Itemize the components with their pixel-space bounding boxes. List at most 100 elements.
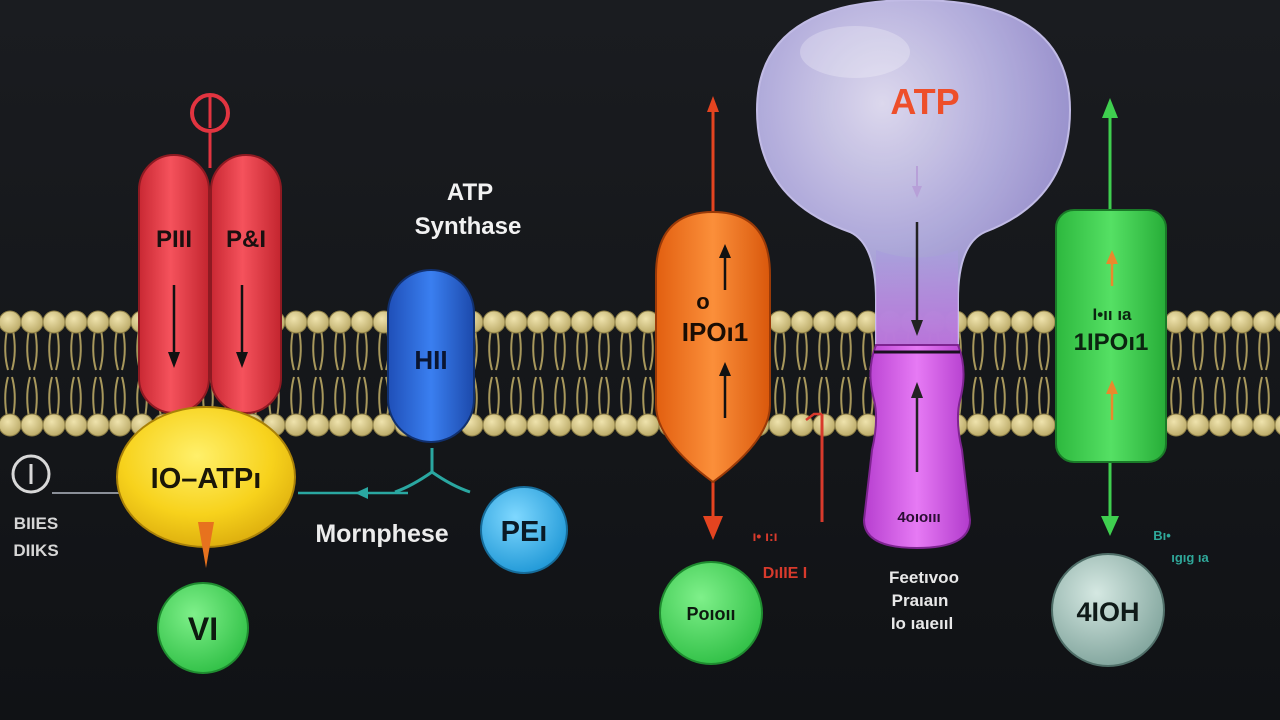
lipid-tail	[1192, 329, 1204, 371]
lipid-head	[350, 310, 374, 334]
lipid-head	[526, 413, 550, 437]
lipid-tail	[840, 376, 852, 418]
lipid-tail	[334, 329, 346, 371]
arrow-down-icon	[1101, 516, 1119, 536]
pe-circle	[480, 486, 568, 574]
lipid-tail	[840, 329, 852, 371]
pe-circle-label: PEı	[501, 516, 548, 548]
lipid-head	[988, 413, 1012, 437]
lipid-head	[636, 413, 660, 437]
lipid-tail	[356, 376, 368, 418]
lipid-tail	[1016, 329, 1028, 371]
lipid-tail	[576, 376, 588, 418]
magenta-label: 4oıoııı	[897, 509, 940, 526]
orange-circle	[659, 561, 763, 665]
red-subunit-left	[138, 154, 210, 414]
lipid-tail	[48, 329, 60, 371]
arrow-up-icon	[1106, 380, 1118, 420]
left-ring-icon	[11, 454, 51, 494]
lipid-tail	[1258, 376, 1270, 418]
lipid-head	[614, 413, 638, 437]
lipid-head	[548, 413, 572, 437]
lipid-tail	[1236, 376, 1248, 418]
lipid-head	[1274, 415, 1280, 435]
lipid-head	[1186, 413, 1210, 437]
lipid-tail	[70, 376, 82, 418]
lipid-tail	[26, 329, 38, 371]
arrow-down-icon	[168, 285, 180, 368]
title-line1: ATP	[447, 179, 493, 206]
lipid-head	[64, 413, 88, 437]
green-subunit	[1055, 209, 1167, 463]
lipid-head	[504, 310, 528, 334]
right-note-line1: Bı•	[1153, 528, 1171, 543]
arrow-up-icon	[911, 382, 923, 472]
lipid-head	[966, 413, 990, 437]
green-small-label: VI	[188, 611, 218, 647]
orange-circle-label: Poıoıı	[687, 604, 736, 624]
lipid-head	[20, 413, 44, 437]
red-right-label: P&I	[226, 226, 266, 253]
lipid-head	[570, 310, 594, 334]
lipid-tail	[26, 376, 38, 418]
red-subunit-right	[210, 154, 282, 414]
orange-subunit	[655, 210, 771, 484]
green-channel: I•ıı ıa 1IPOı1	[1055, 98, 1167, 536]
lipid-tail	[532, 329, 544, 371]
lipid-head	[504, 413, 528, 437]
lipid-tail	[290, 329, 302, 371]
lipid-head	[108, 413, 132, 437]
lipid-head	[306, 413, 330, 437]
lipid-head	[1230, 310, 1254, 334]
blue-channel: HII	[298, 269, 475, 499]
lipid-tail	[92, 376, 104, 418]
lipid-tail	[818, 329, 830, 371]
lipid-head	[768, 413, 792, 437]
lipid-tail	[774, 376, 786, 418]
red-note-line1: ı• ı:ı	[752, 528, 777, 544]
lipid-tail	[774, 329, 786, 371]
lipid-tail	[972, 376, 984, 418]
lipid-head	[1164, 310, 1188, 334]
lipid-head	[966, 310, 990, 334]
lipid-head	[834, 413, 858, 437]
lipid-tail	[1214, 329, 1226, 371]
bottom-note-line3: Io ıaıeııl	[891, 614, 953, 633]
lipid-tail	[488, 376, 500, 418]
lipid-tail	[48, 376, 60, 418]
lipid-head	[306, 310, 330, 334]
lipid-head	[64, 310, 88, 334]
lipid-head	[86, 413, 110, 437]
lipid-tail	[554, 329, 566, 371]
balloon-highlight	[800, 26, 910, 78]
arrow-down-icon	[703, 516, 723, 540]
lipid-tail	[972, 329, 984, 371]
lipid-head	[1252, 413, 1276, 437]
yellow-label: IO–ATPı	[151, 463, 262, 495]
left-note-line1: BIIES	[14, 514, 58, 533]
green-tall-label-line1: I•ıı ıa	[1092, 305, 1132, 324]
lipid-tail	[114, 329, 126, 371]
lipid-tail	[1214, 376, 1226, 418]
lipid-tail	[576, 329, 588, 371]
green-small-circle	[157, 582, 249, 674]
arrow-up-icon	[1102, 98, 1118, 118]
teal-circle	[1051, 553, 1165, 667]
atp-balloon: ATP 4oıoııı	[755, 0, 1072, 550]
lipid-head	[42, 310, 66, 334]
lipid-tail	[92, 329, 104, 371]
lipid-head	[614, 310, 638, 334]
lipid-head	[0, 413, 22, 437]
lipid-head	[526, 310, 550, 334]
lipid-tail	[1170, 376, 1182, 418]
lipid-tail	[510, 376, 522, 418]
lipid-tail	[290, 376, 302, 418]
lipid-head	[20, 310, 44, 334]
red-note-line2: DıIIE I	[763, 565, 807, 582]
lipid-head	[790, 310, 814, 334]
lipid-head	[1164, 413, 1188, 437]
lipid-head	[0, 310, 22, 334]
lipid-head	[988, 310, 1012, 334]
blue-stalk	[394, 448, 471, 494]
bottom-note-line2: Praıaın	[892, 591, 949, 610]
